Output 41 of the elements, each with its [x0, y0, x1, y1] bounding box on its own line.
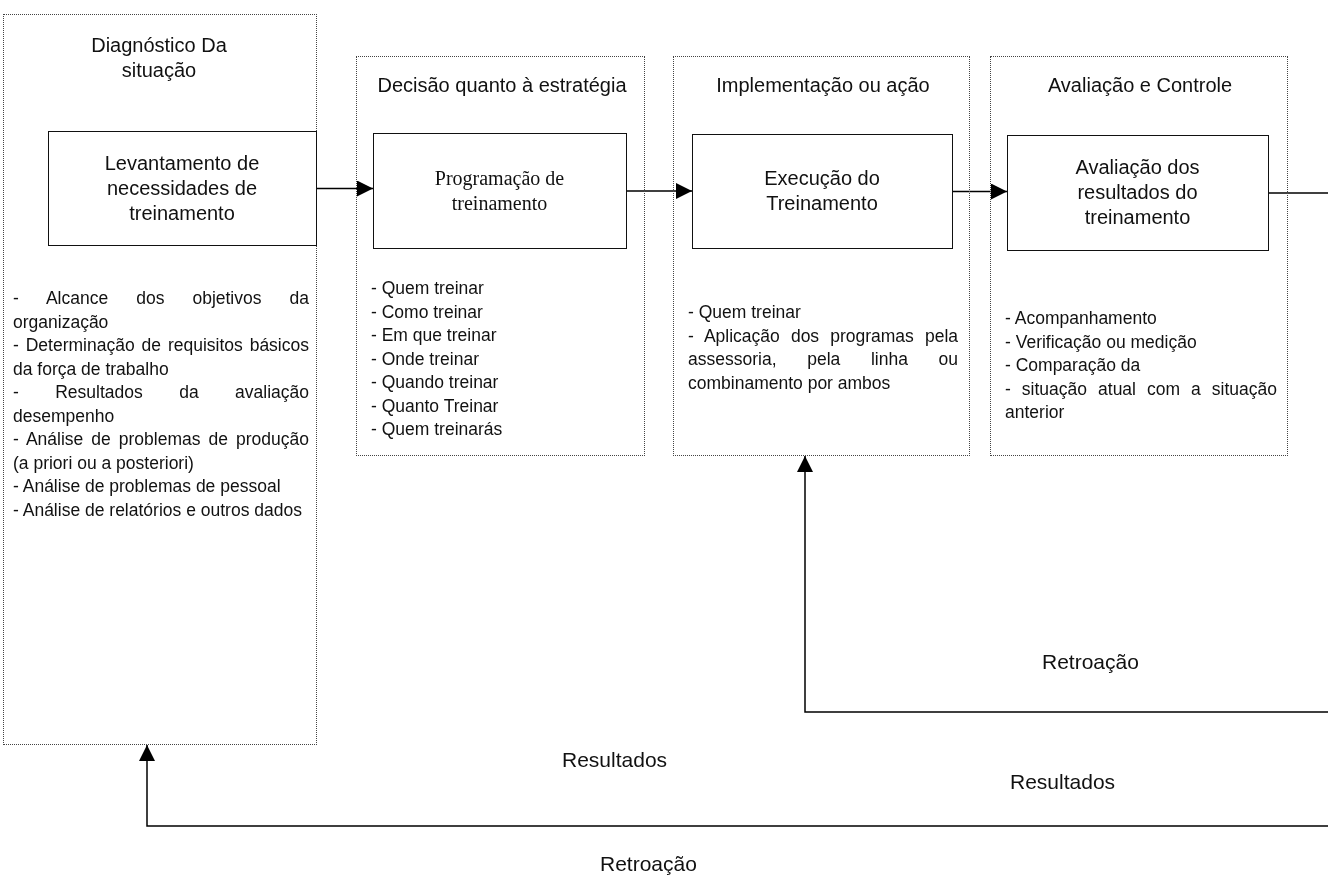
process-box	[372, 132, 627, 249]
bullet-item: - Análise de relatórios e outros dados	[13, 498, 303, 522]
stage-heading: Decisão quanto à estratégia	[377, 73, 627, 98]
bullet-item: - Análise de problemas de produção (a priori ou a posteriori)	[13, 428, 309, 475]
bullet-item: - Quem treinar	[688, 301, 802, 324]
bullet-item: - Acompanhamento	[1005, 307, 1158, 330]
bullet-item: - Como treinar	[371, 300, 484, 324]
stage-panel	[990, 56, 1288, 456]
bullet-item: - Quanto Treinar	[371, 394, 500, 418]
bullet-item: - Determinação de requisitos básicos da força de trabalho	[13, 334, 309, 381]
bullet-item: - Em que treinar	[371, 324, 498, 347]
bullet-item: - Quando treinar	[371, 371, 500, 394]
bullet-item: - Verificação ou medição	[1005, 330, 1198, 354]
bullet-item: - Quem treinarás	[371, 418, 504, 441]
stage-heading: Implementação ou ação	[715, 73, 931, 98]
process-box	[47, 130, 317, 246]
stage-heading: Diagnóstico Da situação	[90, 33, 228, 83]
bullet-item: - Quem treinar	[371, 277, 485, 300]
process-box	[1006, 134, 1269, 251]
arrow	[139, 744, 1328, 827]
connector-line	[1268, 192, 1328, 194]
bullet-item: - Onde treinar	[371, 347, 480, 371]
process-box	[691, 133, 953, 249]
bullet-item: - Alcance dos objetivos da organização	[13, 287, 309, 334]
arrow	[626, 183, 693, 199]
stage-panel	[356, 56, 645, 456]
box-label: Levantamento de necessidades de treinamento	[103, 150, 261, 226]
bullet-item: - Aplicação dos programas pela assessoria, pela linha ou combinamento por ambos	[688, 324, 958, 395]
arrow	[952, 183, 1008, 200]
bullet-item: - situação atual com a situação anterior	[1005, 377, 1277, 424]
arrow	[797, 455, 1328, 713]
bullet-item: - Comparação da	[1005, 354, 1142, 377]
box-label: Avaliação dos resultados do treinamento	[1074, 155, 1201, 230]
stage-heading: Avaliação e Controle	[1046, 73, 1234, 98]
bullet-item: - Resultados da avaliação desempenho	[13, 381, 309, 428]
box-label: Execução do Treinamento	[763, 166, 881, 216]
box-label: Programação de treinamento	[433, 165, 566, 216]
stage-panel	[3, 14, 317, 745]
stage-panel	[673, 56, 970, 456]
arrow	[316, 180, 374, 197]
bullet-item: - Análise de problemas de pessoal	[13, 475, 282, 498]
